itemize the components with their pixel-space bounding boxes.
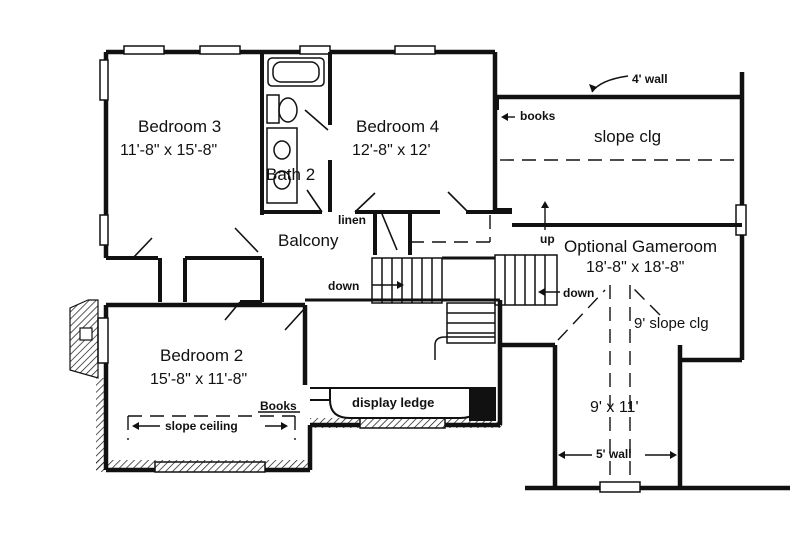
bath-fixtures [266, 57, 325, 204]
gameroom-name: Optional Gameroom [564, 237, 718, 256]
gameroom-size: 18'-8" x 18'-8" [586, 259, 685, 276]
bedroom2-size: 15'-8" x 11'-8" [150, 371, 248, 388]
down-right-note: down [563, 286, 595, 300]
bedroom4-name: Bedroom 4 [356, 117, 440, 136]
bedroom4-size: 12'-8" x 12' [352, 142, 431, 159]
bedroom3-size: 11'-8" x 15'-8" [120, 142, 218, 159]
balcony-name: Balcony [278, 231, 339, 250]
door-swings [132, 109, 469, 331]
bedroom2-name: Bedroom 2 [160, 346, 244, 365]
books-top-note: books [520, 109, 556, 123]
hatched-walls [96, 378, 502, 472]
bedroom3-name: Bedroom 3 [138, 117, 222, 136]
five-wall-note: 5' wall [596, 447, 632, 461]
bath2-name: Bath 2 [266, 165, 316, 184]
chimney [69, 299, 99, 379]
down-left-note: down [328, 279, 360, 293]
books-lower-note: Books [260, 399, 297, 413]
four-wall-note: 4' wall [632, 72, 668, 86]
nine-slope-note: 9' slope clg [634, 315, 709, 332]
interior-walls [106, 52, 742, 304]
alcove-size: 9' x 11' [590, 399, 639, 416]
up-note: up [540, 232, 555, 246]
slope-ceiling-note: slope ceiling [165, 419, 238, 433]
linen-note: linen [338, 213, 367, 227]
display-ledge-note: display ledge [352, 395, 435, 410]
dashed-lines [127, 159, 740, 480]
slope-clg-top-note: slope clg [594, 127, 662, 146]
stairs [305, 254, 558, 360]
